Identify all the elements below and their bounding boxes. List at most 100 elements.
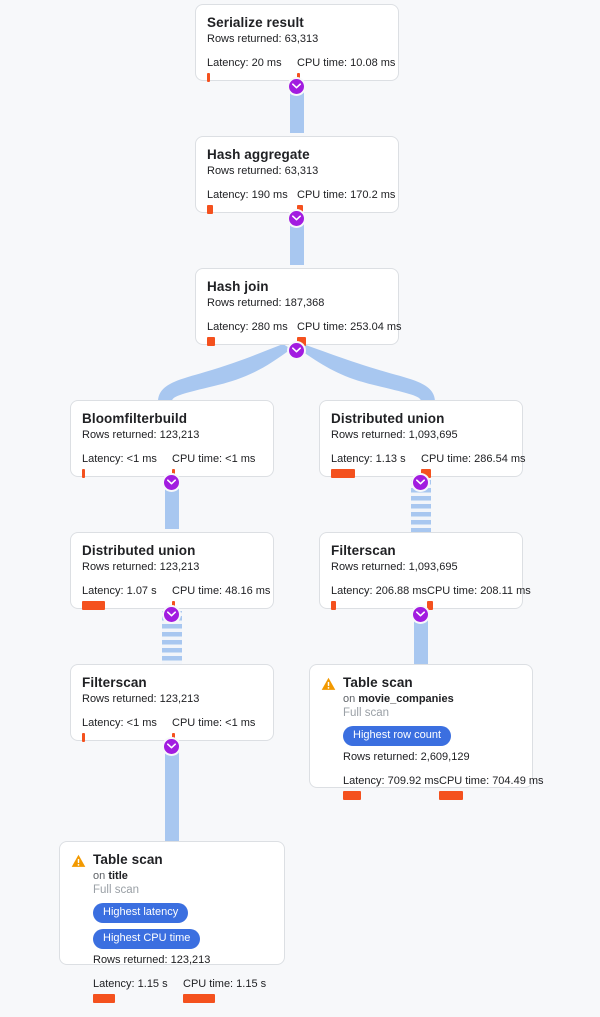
rows-returned: Rows returned: 2,609,129	[343, 751, 470, 763]
cpu-bar	[427, 601, 434, 610]
cpu-bar	[297, 337, 306, 346]
cpu-metric: CPU time: 286.54 ms	[421, 452, 526, 478]
chevron-down-icon	[292, 215, 301, 221]
node-header: Serialize result	[207, 14, 387, 31]
rows-returned: Rows returned: 1,093,695	[331, 429, 458, 441]
chevron-down-icon	[292, 83, 301, 89]
cpu-metric: CPU time: 10.08 ms	[297, 56, 395, 82]
node-title: Hash join	[207, 279, 269, 294]
scan-type: Full scan	[343, 707, 390, 719]
latency-bar	[82, 469, 85, 478]
node-title: Serialize result	[207, 15, 304, 30]
latency-metric: Latency: 206.88 ms	[331, 584, 427, 610]
node-title: Filterscan	[331, 543, 396, 558]
node-filterscan-left[interactable]: Filterscan Rows returned: 123,213 Latenc…	[70, 664, 274, 742]
cpu-metric: CPU time: <1 ms	[172, 716, 262, 742]
metrics: Latency: 280 ms CPU time: 253.04 ms	[207, 320, 402, 346]
collapse-chevron-filterscan-left[interactable]	[164, 739, 179, 754]
cpu-metric: CPU time: 253.04 ms	[297, 320, 402, 346]
cpu-metric: CPU time: 1.15 s	[183, 977, 273, 1003]
node-hash-aggregate[interactable]: Hash aggregate Rows returned: 63,313 Lat…	[195, 136, 399, 214]
latency-label: Latency: 20 ms	[207, 57, 282, 69]
node-serialize-result[interactable]: Serialize result Rows returned: 63,313 L…	[195, 4, 399, 82]
node-title: Table scan	[343, 675, 413, 690]
table-name: movie_companies	[358, 693, 454, 705]
node-filterscan-right[interactable]: Filterscan Rows returned: 1,093,695 Late…	[319, 532, 531, 610]
node-header: Hash aggregate	[207, 146, 387, 163]
node-title: Distributed union	[82, 543, 196, 558]
collapse-chevron-hash-join[interactable]	[289, 343, 304, 358]
warning-icon	[321, 677, 336, 690]
node-distributed-union-left[interactable]: Distributed union Rows returned: 123,213…	[70, 532, 274, 610]
latency-bar	[82, 733, 85, 742]
cpu-label: CPU time: <1 ms	[172, 453, 256, 465]
cpu-bar	[183, 994, 215, 1003]
collapse-chevron-distributed-union-right[interactable]	[413, 475, 428, 490]
latency-label: Latency: 280 ms	[207, 321, 288, 333]
rows-returned: Rows returned: 63,313	[207, 165, 319, 177]
cpu-label: CPU time: 170.2 ms	[297, 189, 396, 201]
scan-type: Full scan	[93, 884, 140, 896]
node-title: Hash aggregate	[207, 147, 310, 162]
chevron-down-icon	[416, 479, 425, 485]
latency-metric: Latency: 1.15 s	[93, 977, 183, 1003]
cpu-metric: CPU time: 208.11 ms	[427, 584, 531, 610]
rows-returned: Rows returned: 123,213	[82, 561, 200, 573]
cpu-bar	[172, 469, 175, 478]
chevron-down-icon	[167, 479, 176, 485]
collapse-chevron-filterscan-right[interactable]	[413, 607, 428, 622]
table-reference: on movie_companies	[343, 692, 521, 706]
cpu-metric: CPU time: 48.16 ms	[172, 584, 270, 610]
node-table-scan-movie-companies[interactable]: Table scan on movie_companies Full scan …	[309, 664, 544, 800]
cpu-metric: CPU time: 170.2 ms	[297, 188, 395, 214]
latency-label: Latency: 1.15 s	[93, 978, 168, 990]
table-name: title	[108, 870, 128, 882]
node-body: on title Full scan Highest latency Highe…	[71, 869, 273, 1003]
cpu-bar	[172, 601, 175, 610]
chevron-down-icon	[416, 611, 425, 617]
metrics: Latency: 709.92 ms CPU time: 704.49 ms	[343, 774, 544, 800]
cpu-label: CPU time: 48.16 ms	[172, 585, 271, 597]
cpu-bar	[439, 791, 464, 800]
rows-returned: Rows returned: 187,368	[207, 297, 325, 309]
collapse-chevron-bloomfilterbuild[interactable]	[164, 475, 179, 490]
latency-label: Latency: 709.92 ms	[343, 775, 440, 787]
node-title: Filterscan	[82, 675, 147, 690]
collapse-chevron-hash-aggregate[interactable]	[289, 211, 304, 226]
latency-metric: Latency: 20 ms	[207, 56, 297, 82]
node-header: Table scan	[321, 674, 521, 691]
metrics: Latency: 206.88 ms CPU time: 208.11 ms	[331, 584, 531, 610]
collapse-chevron-serialize-result[interactable]	[289, 79, 304, 94]
node-bloomfilterbuild[interactable]: Bloomfilterbuild Rows returned: 123,213 …	[70, 400, 274, 478]
node-header: Table scan	[71, 851, 273, 868]
node-hash-join[interactable]: Hash join Rows returned: 187,368 Latency…	[195, 268, 402, 346]
badge-list: Highest latency Highest CPU time	[93, 903, 273, 949]
rows-returned: Rows returned: 123,213	[82, 429, 200, 441]
latency-metric: Latency: 280 ms	[207, 320, 297, 346]
metrics: Latency: <1 ms CPU time: <1 ms	[82, 716, 262, 742]
edge-bloomfilterbuild-to-hash-join	[158, 344, 291, 402]
latency-bar	[331, 601, 336, 610]
cpu-metric: CPU time: 704.49 ms	[439, 774, 544, 800]
node-distributed-union-right[interactable]: Distributed union Rows returned: 1,093,6…	[319, 400, 526, 478]
status-badge-cpu[interactable]: Highest CPU time	[93, 929, 201, 949]
status-badge[interactable]: Highest row count	[343, 726, 452, 746]
node-table-scan-title[interactable]: Table scan on title Full scan Highest la…	[59, 841, 285, 1003]
latency-bar	[207, 73, 210, 82]
node-header: Filterscan	[82, 674, 262, 691]
on-label: on	[93, 870, 106, 882]
latency-label: Latency: 190 ms	[207, 189, 288, 201]
chevron-down-icon	[167, 611, 176, 617]
latency-label: Latency: 1.07 s	[82, 585, 157, 597]
node-title: Distributed union	[331, 411, 445, 426]
metrics: Latency: 1.13 s CPU time: 286.54 ms	[331, 452, 526, 478]
latency-label: Latency: <1 ms	[82, 453, 157, 465]
metrics: Latency: 1.07 s CPU time: 48.16 ms	[82, 584, 270, 610]
rows-returned: Rows returned: 123,213	[93, 954, 211, 966]
status-badge-latency[interactable]: Highest latency	[93, 903, 189, 923]
warning-icon	[71, 854, 86, 867]
cpu-metric: CPU time: <1 ms	[172, 452, 262, 478]
collapse-chevron-distributed-union-left[interactable]	[164, 607, 179, 622]
node-header: Hash join	[207, 278, 387, 295]
